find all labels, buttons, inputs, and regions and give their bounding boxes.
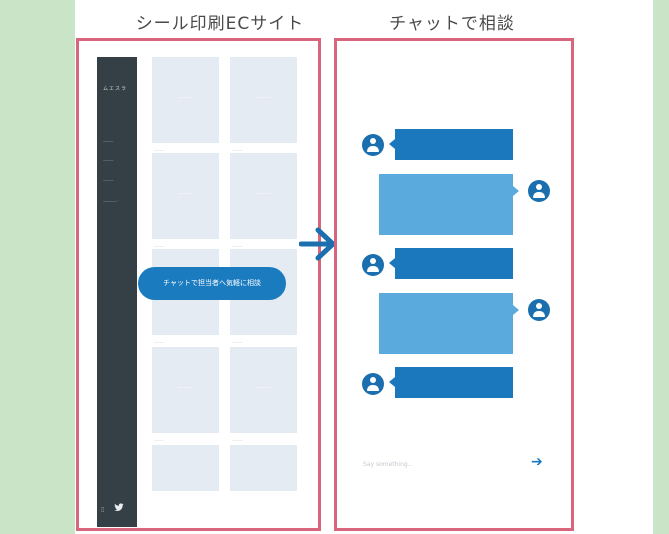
product-card[interactable]: ——— ——— bbox=[230, 57, 297, 152]
staff-avatar bbox=[528, 299, 550, 321]
card-caption: ——— bbox=[154, 148, 165, 152]
card-image-label: ——— bbox=[178, 94, 193, 101]
user-avatar bbox=[362, 254, 384, 276]
card-caption: ——— bbox=[232, 244, 243, 248]
ec-site-frame: ムエスラ ——— ——— ——— ———— · ▯ —————— —————— … bbox=[76, 38, 321, 531]
send-arrow-icon[interactable]: ➔ bbox=[531, 454, 543, 470]
diagram-sheet: シール印刷ECサイト チャットで相談 ムエスラ ——— ——— ——— ————… bbox=[75, 0, 653, 534]
product-card[interactable] bbox=[230, 445, 297, 491]
left-panel-title: シール印刷ECサイト bbox=[135, 14, 305, 34]
chat-bubble-staff bbox=[379, 174, 519, 235]
chat-bubble-user bbox=[389, 367, 513, 398]
sidebar-item[interactable]: ——— bbox=[103, 139, 114, 143]
chat-bubble-user bbox=[389, 248, 513, 279]
card-caption: ——— bbox=[232, 438, 243, 442]
chat-cta-button[interactable]: チャットで担当者へ気軽に相談 bbox=[138, 267, 286, 300]
twitter-icon[interactable] bbox=[114, 503, 124, 515]
chat-bubble-staff bbox=[379, 293, 519, 354]
sidebar-logo: ムエスラ bbox=[103, 86, 128, 92]
sidebar-item[interactable]: ——— bbox=[103, 158, 114, 162]
right-panel-title: チャットで相談 bbox=[389, 14, 515, 34]
product-card[interactable] bbox=[152, 445, 219, 491]
chat-bubble-user bbox=[389, 129, 513, 160]
product-card[interactable]: ——— ——— bbox=[152, 153, 219, 248]
right-arrow-icon bbox=[299, 227, 336, 261]
card-image-label: ——— bbox=[178, 384, 193, 391]
product-card[interactable]: ——— ——— bbox=[230, 153, 297, 248]
chat-frame: Say something... ➔ bbox=[334, 38, 574, 531]
card-image-label: ——— bbox=[256, 94, 271, 101]
facebook-icon[interactable]: ▯ bbox=[101, 506, 105, 513]
card-caption: ——— bbox=[154, 438, 165, 442]
sidebar-item[interactable]: ——— bbox=[103, 178, 114, 182]
card-image-label: ——— bbox=[178, 190, 193, 197]
card-caption: ——— bbox=[154, 244, 165, 248]
card-caption: ——— bbox=[232, 148, 243, 152]
staff-avatar bbox=[528, 180, 550, 202]
product-card[interactable]: ——— ——— bbox=[152, 57, 219, 152]
user-avatar bbox=[362, 373, 384, 395]
card-image-label: ——— bbox=[256, 190, 271, 197]
product-card[interactable]: ——— ——— bbox=[230, 347, 297, 442]
chat-input[interactable]: Say something... bbox=[363, 461, 414, 468]
ec-sidebar: ムエスラ ——— ——— ——— ———— · ▯ bbox=[97, 57, 137, 527]
sidebar-item[interactable]: ———— · bbox=[103, 199, 120, 203]
card-caption: ——— bbox=[232, 340, 243, 344]
product-card[interactable]: ——— ——— bbox=[152, 347, 219, 442]
user-avatar bbox=[362, 134, 384, 156]
card-caption: ——— bbox=[154, 340, 165, 344]
card-image-label: ——— bbox=[256, 384, 271, 391]
